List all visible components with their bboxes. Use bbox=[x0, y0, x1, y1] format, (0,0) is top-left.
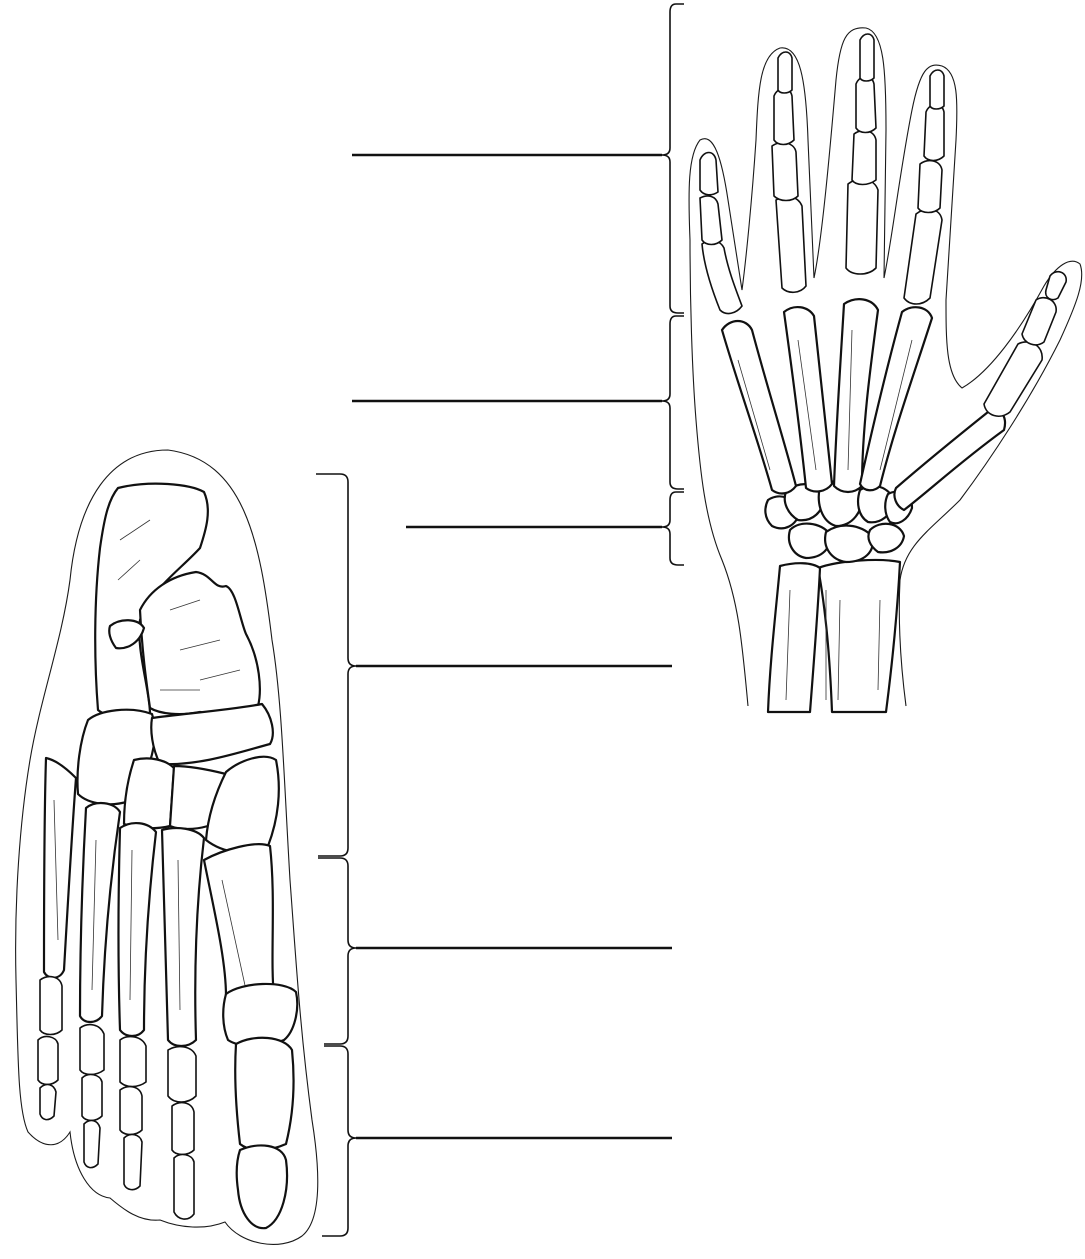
lateral-cuneiform bbox=[124, 758, 174, 828]
ulna-bone bbox=[768, 563, 820, 712]
foot-skeleton bbox=[16, 450, 318, 1244]
foot-brackets bbox=[316, 474, 356, 1236]
radius-bone bbox=[818, 560, 900, 712]
bracket-carpals bbox=[662, 492, 684, 565]
bracket-tarsals bbox=[316, 474, 356, 856]
talus-bone bbox=[140, 572, 260, 714]
bracket-phalanges-hand bbox=[662, 4, 684, 313]
bracket-metacarpals bbox=[662, 316, 684, 489]
metacarpal-bones bbox=[722, 299, 1005, 510]
bracket-phalanges-foot bbox=[322, 1046, 356, 1236]
hand-brackets bbox=[662, 4, 684, 565]
hand-skeleton bbox=[689, 28, 1082, 712]
bracket-metatarsals bbox=[318, 858, 356, 1044]
